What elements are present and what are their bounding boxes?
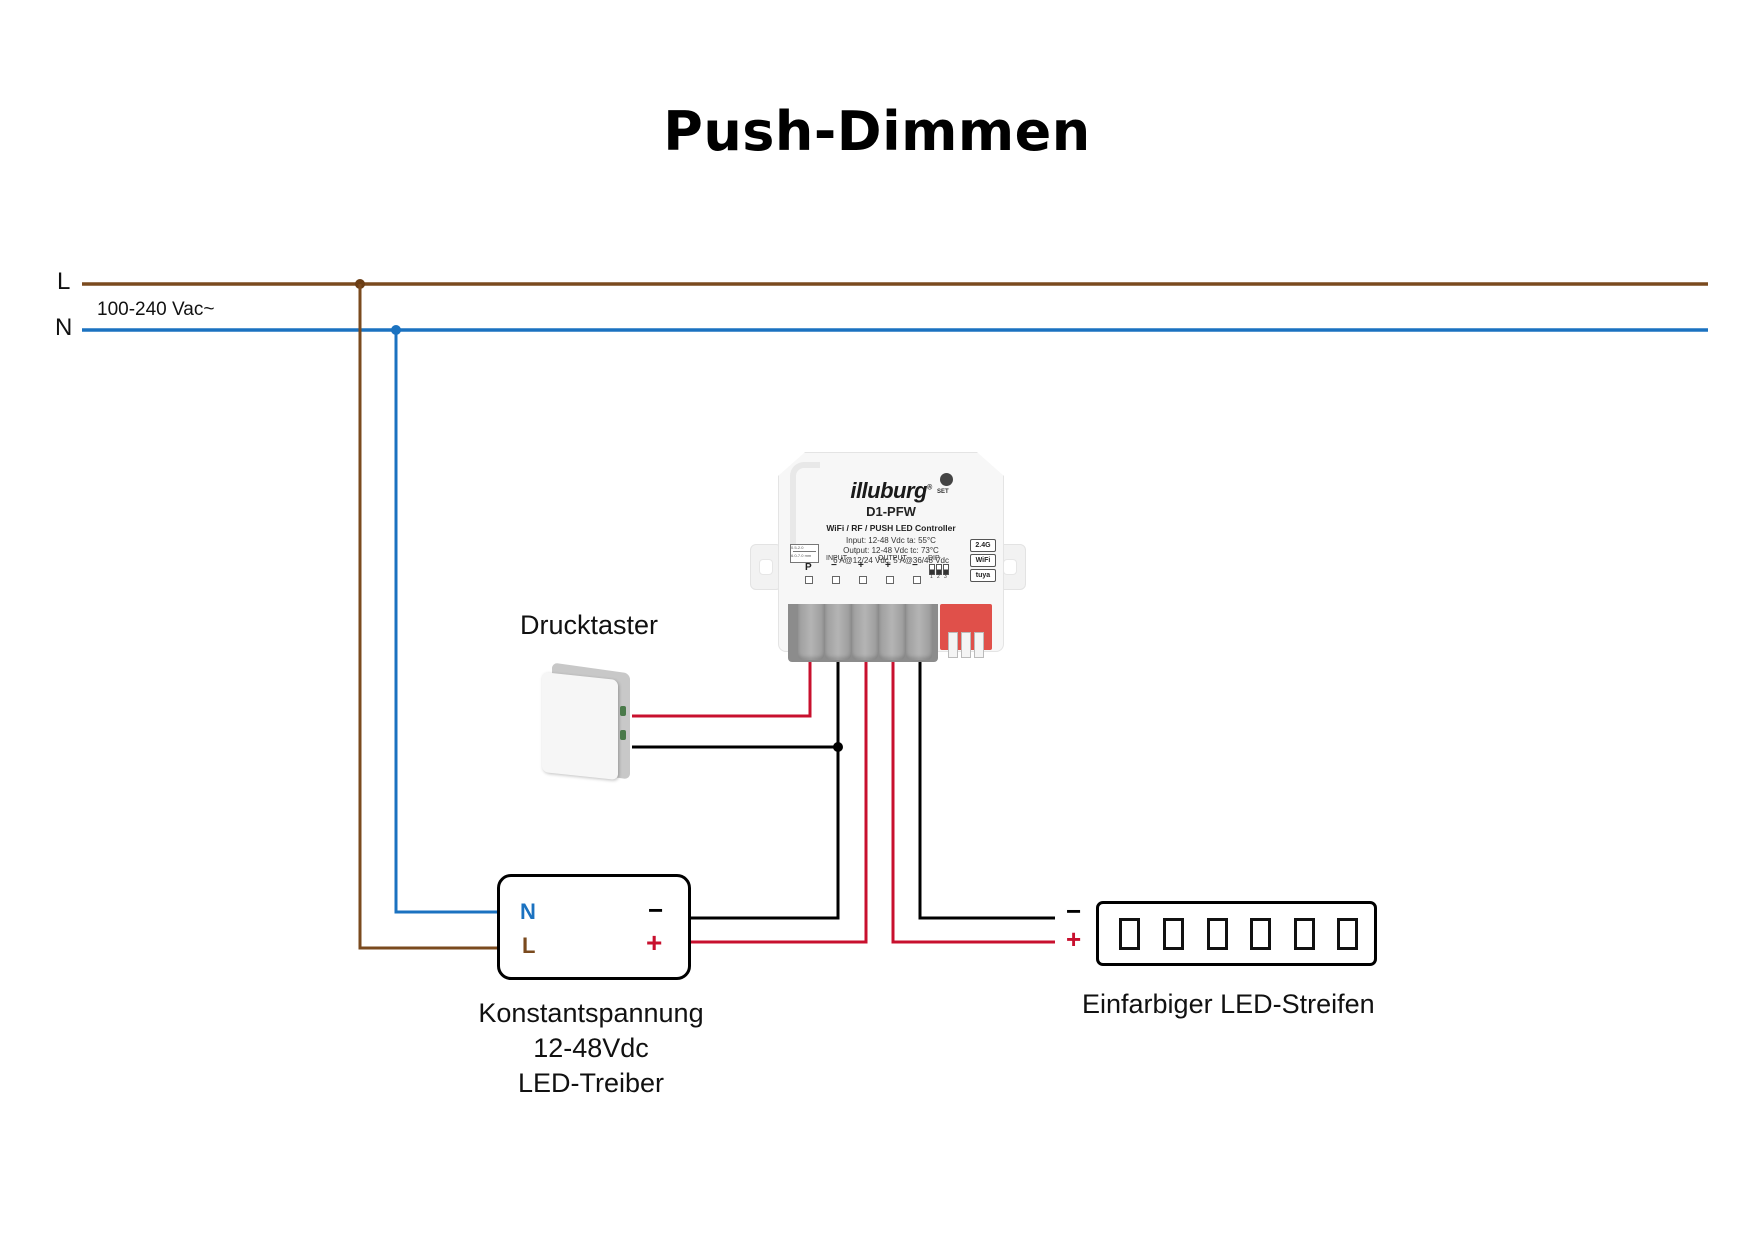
wire-l-to-driver: [358, 284, 500, 950]
page-title: Push-Dimmen: [663, 100, 1091, 163]
led-strip-label: Einfarbiger LED-Streifen: [1082, 989, 1375, 1019]
terminal-lever-input-plus: [852, 604, 878, 660]
badge-wifi: WiFi: [970, 554, 996, 567]
wire-input-minus: [688, 660, 840, 920]
dip-number: 2: [937, 574, 940, 580]
mount-tab-left: [750, 544, 782, 590]
terminal-release-slot: [859, 576, 867, 584]
controller-device: illuburg® SET D1-PFW WiFi / RF / PUSH LE…: [748, 452, 1026, 664]
switch-rocker: [542, 672, 618, 780]
terminal-lever-input-minus: [825, 604, 851, 660]
switch-terminal: [620, 706, 626, 716]
dip-switch-2: [936, 564, 942, 575]
spec-line: Output: 12-48 Vdc tc: 73°C: [843, 546, 939, 555]
terminal-lever-output-plus: [879, 604, 905, 660]
terminal-release-slot: [832, 576, 840, 584]
mains-voltage-label: 100-240 Vac~: [97, 299, 215, 320]
terminal-output-minus-label: −: [912, 560, 918, 571]
push-button-switch-icon: [538, 662, 634, 780]
led-cell: [1207, 918, 1228, 950]
model-number: D1-PFW: [866, 504, 916, 519]
driver-minus-terminal: −: [648, 895, 664, 925]
terminal-release-slot: [913, 576, 921, 584]
spec-line: Input: 12-48 Vdc ta: 55°C: [846, 536, 936, 545]
strip-minus-label: −: [1066, 896, 1082, 926]
terminal-p-label: P: [805, 562, 812, 573]
terminal-input-minus-label: −: [831, 560, 837, 571]
antenna-icon: [790, 462, 820, 546]
led-cell: [1294, 918, 1315, 950]
wire-push-p: [632, 660, 812, 718]
brand-logo: illuburg®: [850, 478, 932, 503]
driver-label-line: 12-48Vdc: [533, 1033, 649, 1063]
led-strip: [1096, 901, 1377, 966]
set-button: [940, 473, 953, 486]
badge-tuya: tuya: [970, 569, 996, 582]
dip-group-label: DIP: [928, 555, 940, 562]
mains-n-label: N: [55, 314, 73, 341]
terminal-release-slot: [805, 576, 813, 584]
driver-n-terminal: N: [520, 899, 536, 924]
terminal-release-slot: [886, 576, 894, 584]
switch-terminal: [620, 730, 626, 740]
wire-strip-gauge-icon: 0.5-2.0 6.0-7.0 mm: [790, 544, 819, 563]
wire-output-plus: [891, 660, 1055, 944]
input-group-label: INPUT: [826, 555, 847, 562]
badge-2-4g: 2.4G: [970, 539, 996, 552]
led-cell: [1337, 918, 1358, 950]
driver-l-terminal: L: [522, 933, 536, 958]
output-group-label: OUTPUT: [878, 555, 907, 562]
terminal-block: [788, 604, 938, 662]
terminal-lever-output-minus: [906, 604, 932, 660]
wire-n-to-driver: [394, 330, 500, 914]
dip-number: 1: [930, 574, 933, 580]
controller-subtitle: WiFi / RF / PUSH LED Controller: [826, 523, 956, 533]
led-cell: [1250, 918, 1271, 950]
set-label: SET: [937, 489, 949, 495]
led-cell: [1163, 918, 1184, 950]
driver-plus-terminal: +: [646, 927, 663, 958]
strip-plus-label: +: [1066, 924, 1082, 954]
spec-line: 6 A@12/24 Vdc, 5 A@36/48 Vdc: [833, 556, 949, 565]
driver-label-line: Konstantspannung: [478, 998, 704, 1028]
led-driver-box: N L − +: [497, 874, 691, 980]
terminal-lever-p: [798, 604, 824, 660]
dip-switch-1: [929, 564, 935, 575]
dip-switch-3: [943, 564, 949, 575]
terminal-input-plus-label: +: [858, 560, 864, 571]
dip-number: 3: [944, 574, 947, 580]
terminal-output-plus-label: +: [885, 560, 891, 571]
wire-output-minus: [918, 660, 1055, 920]
mains-l-label: L: [57, 268, 71, 295]
led-cell: [1119, 918, 1140, 950]
push-button-label: Drucktaster: [520, 610, 659, 640]
wire-input-plus: [688, 660, 868, 944]
dip-switch-block: [940, 604, 992, 658]
driver-label-line: LED-Treiber: [517, 1068, 665, 1098]
driver-label: Konstantspannung 12-48Vdc LED-Treiber: [441, 996, 741, 1101]
